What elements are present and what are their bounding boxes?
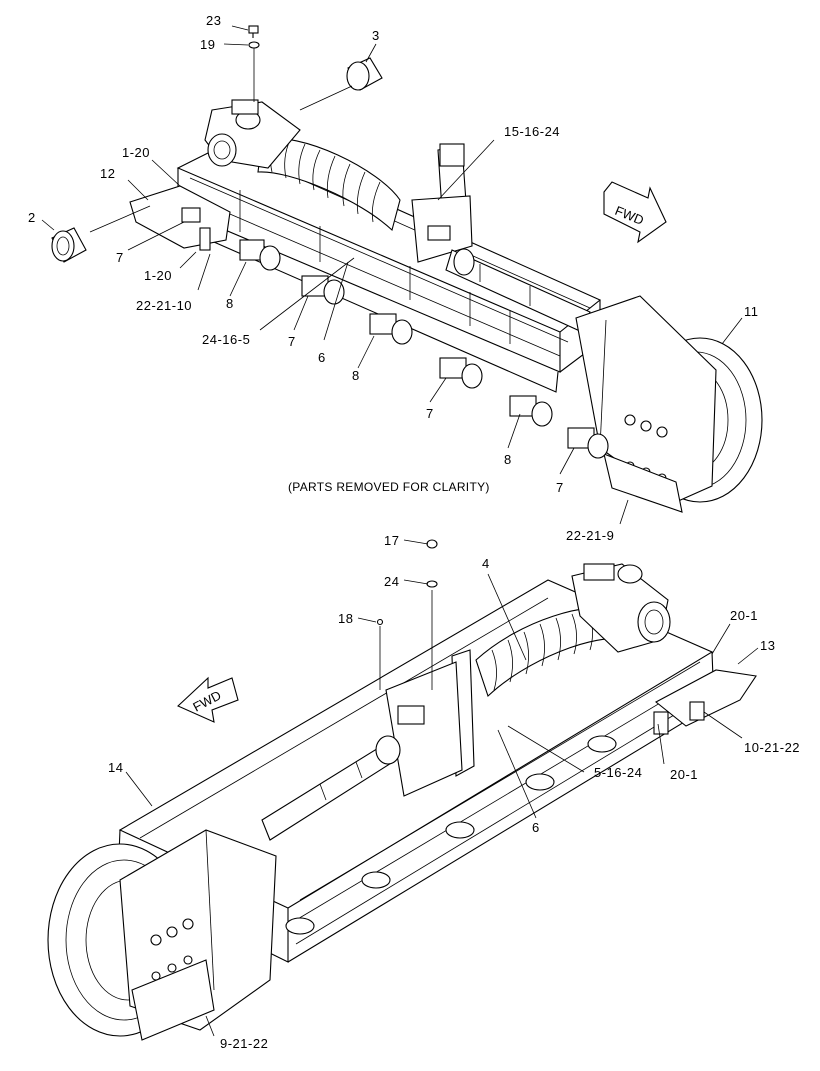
callout-1-20-lower: 1-20 <box>144 268 172 283</box>
callout-6-upper: 6 <box>318 350 326 365</box>
callout-12: 12 <box>100 166 115 181</box>
lower-track-frame-view: FWD <box>47 539 759 1041</box>
lower-fwd-arrow: FWD <box>177 676 239 723</box>
callout-7-d: 7 <box>556 480 564 495</box>
callout-22-21-10: 22-21-10 <box>136 298 192 313</box>
callout-6-lower: 6 <box>532 820 540 835</box>
callout-14: 14 <box>108 760 123 775</box>
callout-4: 4 <box>482 556 490 571</box>
callout-24: 24 <box>384 574 399 589</box>
lower-leader-lines <box>125 539 759 1037</box>
callout-7-a: 7 <box>116 250 124 265</box>
callout-18: 18 <box>338 611 353 626</box>
washer-24 <box>426 580 438 588</box>
lower-idler-rod <box>261 735 401 841</box>
upper-loose-parts <box>51 25 383 263</box>
upper-track-frame-view: FWD <box>41 25 763 525</box>
upper-rear-yoke <box>204 99 301 169</box>
upper-leader-lines <box>41 25 743 525</box>
fitting-18 <box>376 618 384 626</box>
upper-rear-guard <box>129 185 231 251</box>
callout-20-1-lower: 20-1 <box>670 767 698 782</box>
callout-22-21-9: 22-21-9 <box>566 528 614 543</box>
callout-labels: 23 19 3 1-20 12 2 7 1-20 22-21-10 8 24-1… <box>28 13 800 1051</box>
callout-8-a: 8 <box>226 296 234 311</box>
callout-23: 23 <box>206 13 221 28</box>
callout-8-c: 8 <box>504 452 512 467</box>
callout-1-20-upper: 1-20 <box>122 145 150 160</box>
bushing-3 <box>346 57 383 91</box>
callout-9-21-22: 9-21-22 <box>220 1036 268 1051</box>
lower-rear-yoke <box>571 563 671 653</box>
callout-15-16-24: 15-16-24 <box>504 124 560 139</box>
upper-recoil-spring <box>257 137 401 232</box>
callout-5-16-24: 5-16-24 <box>594 765 642 780</box>
callout-17: 17 <box>384 533 399 548</box>
callout-11: 11 <box>744 304 759 319</box>
callout-19: 19 <box>200 37 215 52</box>
callout-3: 3 <box>372 28 380 43</box>
callout-2: 2 <box>28 210 36 225</box>
upper-fwd-arrow: FWD <box>603 181 667 244</box>
callout-7-b: 7 <box>288 334 296 349</box>
callout-24-16-5: 24-16-5 <box>202 332 250 347</box>
callout-7-c: 7 <box>426 406 434 421</box>
callout-20-1-upper: 20-1 <box>730 608 758 623</box>
bushing-2 <box>51 227 87 263</box>
upper-front-idler <box>575 295 763 513</box>
callout-10-21-22: 10-21-22 <box>744 740 800 755</box>
parts-removed-note: (PARTS REMOVED FOR CLARITY) <box>288 480 490 494</box>
lower-front-idler <box>47 829 277 1041</box>
upper-idler-rod <box>445 248 591 333</box>
lower-tower-bracket <box>385 649 475 797</box>
lower-recoil-spring <box>475 606 627 697</box>
callout-13: 13 <box>760 638 775 653</box>
bolt-23 <box>248 25 259 38</box>
lower-track-rollers <box>285 735 617 935</box>
bolt-17 <box>426 539 438 549</box>
lower-rear-guard <box>653 669 757 735</box>
upper-tower-bracket <box>411 143 473 263</box>
callout-8-b: 8 <box>352 368 360 383</box>
upper-track-rollers <box>239 239 609 459</box>
upper-frame-body <box>176 137 602 393</box>
washer-19 <box>248 41 260 49</box>
